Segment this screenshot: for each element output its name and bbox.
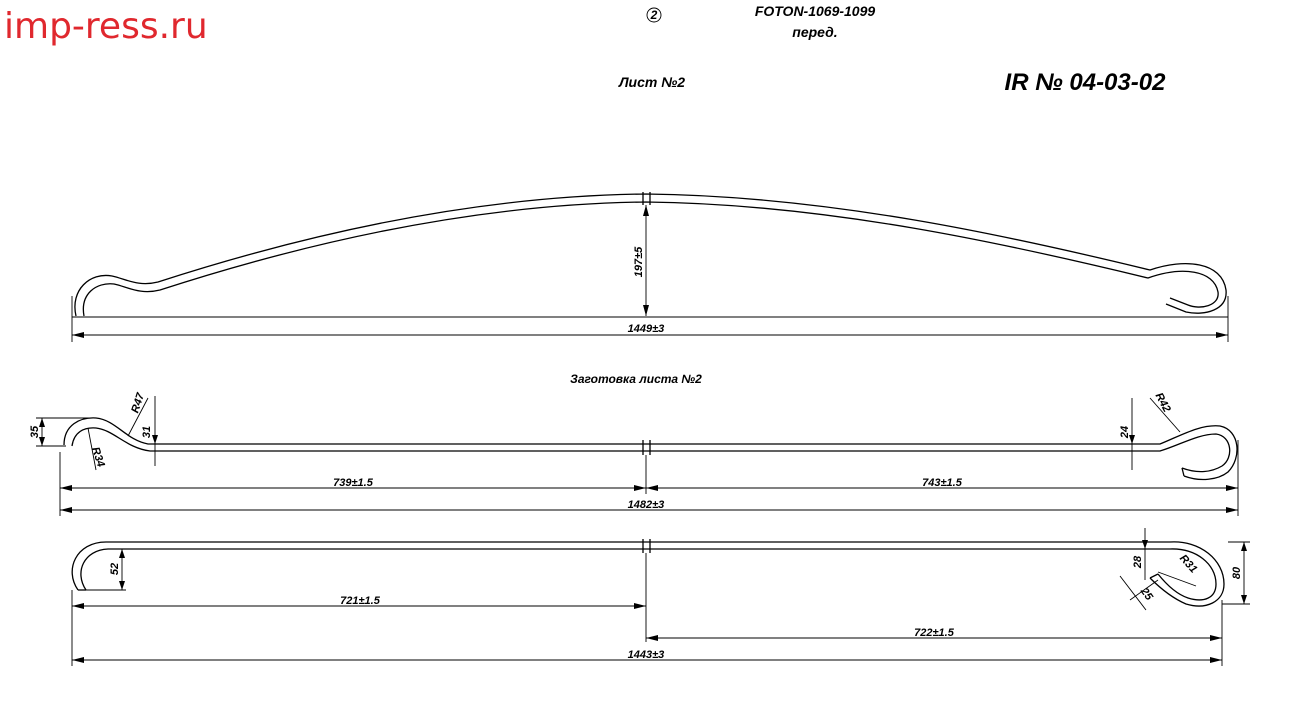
blank-left-length-arrow-left (60, 485, 72, 491)
blank-right-offset-arrow (1129, 435, 1135, 444)
formed-left-eye-arrow-top (119, 549, 125, 558)
formed-top-edge (71, 541, 1225, 607)
formed-total-length-arrow-left (72, 657, 84, 663)
leaf1-length-label: 1449±3 (628, 323, 665, 335)
blank-total-length-arrow-right (1226, 507, 1238, 513)
formed-right-height-label: 80 (1231, 566, 1243, 579)
leaf1-inner-edge (82, 201, 1219, 317)
position-number: 2 (650, 8, 658, 22)
blank-right-length-label: 743±1.5 (922, 477, 963, 489)
model-name: FOTON-1069-1099 (755, 3, 876, 19)
formed-right-length-arrow-right (1210, 635, 1222, 641)
position-circle (646, 7, 662, 23)
position-marker: 2 (646, 7, 662, 23)
leaf1-height-arrow-top (643, 205, 649, 216)
view-leaf-blank: Заготовка листа №2 35 31 R47 R34 24 R42 (29, 372, 1239, 516)
blank-r34-label: R34 (89, 446, 107, 469)
blank-left-height-label: 35 (29, 425, 41, 438)
blank-total-length-label: 1482±3 (628, 499, 665, 511)
blank-left-height-arrow-top (39, 418, 45, 427)
formed-right-height-arrow-bottom (1241, 595, 1247, 604)
blank-r42-leader (1149, 397, 1181, 433)
view-formed-leaf: 52 28 R31 25 80 721±1.5 722±1.5 1443±3 (71, 528, 1250, 666)
blank-left-height-arrow-bottom (39, 437, 45, 446)
formed-total-length-label: 1443±3 (628, 649, 665, 661)
formed-right-end (1149, 573, 1159, 579)
formed-left-eye-label: 52 (109, 563, 121, 575)
blank-title: Заготовка листа №2 (570, 372, 702, 386)
formed-r31-label: R31 (1177, 552, 1199, 575)
leaf1-length-arrow-right (1216, 332, 1228, 338)
blank-r47-leader (127, 397, 149, 437)
blank-left-small-label: 31 (141, 426, 153, 438)
view-assembled-leaf: 197±5 1449±3 (71, 192, 1229, 342)
blank-right-offset-label: 24 (1119, 426, 1131, 439)
formed-left-length-arrow-right (634, 603, 646, 609)
blank-right-length-arrow-left (646, 485, 658, 491)
formed-left-length-arrow-left (72, 603, 84, 609)
site-logo-text[interactable]: imp-ress.ru (4, 6, 208, 47)
blank-right-end (1181, 467, 1185, 477)
blank-bottom-edge (71, 427, 1231, 473)
formed-small-label: 25 (1137, 585, 1155, 603)
formed-left-eye-arrow-bottom (119, 581, 125, 590)
formed-right-offset-label: 28 (1132, 555, 1144, 569)
blank-r34-leader (87, 427, 97, 471)
spring-position: перед. (792, 24, 837, 40)
document-number: IR № 04-03-02 (1005, 69, 1167, 96)
formed-total-length-arrow-right (1210, 657, 1222, 663)
blank-r42-label: R42 (1153, 391, 1173, 414)
formed-small-leader-b (1129, 579, 1159, 601)
blank-r47-label: R47 (129, 391, 147, 415)
blank-left-length-label: 739±1.5 (333, 477, 374, 489)
formed-right-length-arrow-left (646, 635, 658, 641)
formed-right-offset-arrow (1142, 540, 1148, 549)
formed-left-length-label: 721±1.5 (340, 595, 381, 607)
leaf1-height-arrow-bottom (643, 305, 649, 316)
leaf1-length-arrow-left (72, 332, 84, 338)
blank-left-length-arrow-right (634, 485, 646, 491)
blank-right-length-arrow-right (1226, 485, 1238, 491)
sheet-label: Лист №2 (618, 74, 685, 90)
blank-left-small-arrow (152, 435, 158, 444)
leaf1-height-label: 197±5 (633, 246, 645, 277)
formed-right-length-label: 722±1.5 (914, 627, 955, 639)
formed-bottom-edge (80, 548, 1217, 601)
formed-right-height-arrow-top (1241, 542, 1247, 551)
blank-total-length-arrow-left (60, 507, 72, 513)
formed-small-leader-a (1119, 575, 1147, 611)
leaf1-outer-edge (74, 193, 1227, 317)
formed-r31-leader (1157, 571, 1197, 587)
